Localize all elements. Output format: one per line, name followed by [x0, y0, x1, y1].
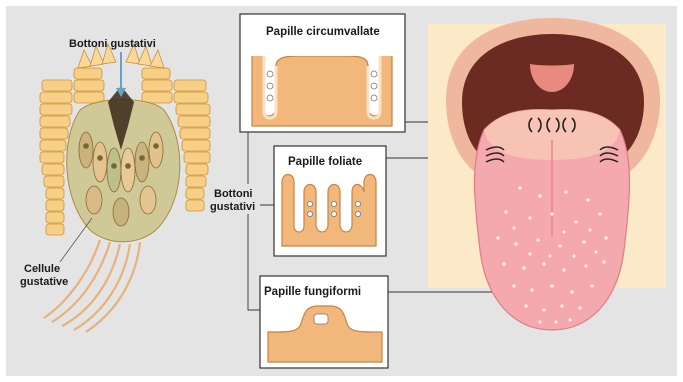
- taste-buds-top-label: Bottoni gustativi: [69, 38, 156, 50]
- tongue-illustration: [428, 18, 666, 330]
- taste-bud-illustration: [40, 44, 210, 332]
- papilla-circumvallate-box: Papille circumvallate: [240, 14, 405, 132]
- taste-buds-side-label-line1: Bottoni: [214, 188, 252, 200]
- taste-buds-side-label-line2: gustativi: [210, 201, 255, 213]
- papilla-fungiform-label: Papille fungiformi: [264, 286, 361, 298]
- taste-cells-label-line2: gustative: [20, 276, 68, 288]
- papilla-foliate-label: Papille foliate: [288, 156, 362, 168]
- taste-cells-label-line1: Cellule: [24, 263, 60, 275]
- papilla-foliate-box: Papille foliate: [274, 146, 386, 256]
- taste-cells-leader: [60, 218, 92, 262]
- papilla-circumvallate-label: Papille circumvallate: [266, 26, 380, 38]
- papilla-fungiform-box: Papille fungiformi: [260, 276, 388, 368]
